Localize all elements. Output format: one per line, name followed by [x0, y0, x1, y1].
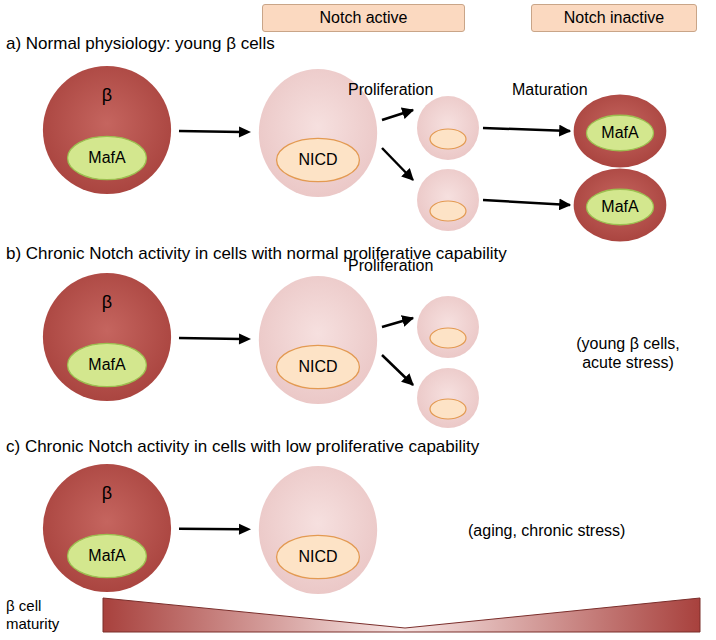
cell-shape: [574, 169, 667, 242]
mafa-nucleus: MafA: [67, 343, 147, 387]
node-text: MafA: [88, 149, 125, 167]
nucleus: [430, 129, 466, 149]
daughter-cell: [417, 96, 479, 160]
phase-box: Notch active: [262, 4, 465, 32]
cell-shape: [586, 189, 653, 224]
cell-shape: [586, 115, 653, 150]
nucleus: [430, 328, 466, 348]
step-label: Proliferation: [348, 256, 433, 275]
cell-shape: [68, 343, 147, 386]
phase-box: Notch inactive: [531, 4, 697, 32]
arrow: [382, 318, 413, 327]
cell-shape: [68, 534, 147, 577]
maturity-wedge: [103, 598, 700, 632]
axis-label: β cell maturity: [6, 597, 98, 633]
cell-shape: [277, 535, 360, 578]
beta-cell: βMafA: [42, 272, 172, 402]
arrow-head: [239, 333, 251, 344]
nicd-nucleus: NICD: [276, 138, 360, 182]
arrow: [382, 148, 413, 180]
mature-beta-cell: MafA: [573, 168, 667, 242]
connector: [179, 524, 251, 535]
panel-heading: a) Normal physiology: young β cells: [6, 34, 275, 54]
mafa-nucleus: MafA: [586, 115, 654, 151]
cell-shape: [68, 136, 147, 179]
node-text: β: [102, 483, 112, 504]
cell-shape: [574, 95, 667, 168]
condition-note: (young β cells, acute stress): [556, 334, 700, 372]
daughter-cell: [417, 296, 479, 358]
node-text: NICD: [298, 358, 337, 376]
connector-line: [179, 337, 241, 340]
step-label: Maturation: [512, 80, 588, 99]
node-text: β: [102, 85, 112, 106]
mafa-nucleus: MafA: [67, 534, 147, 578]
notch-active-cell: NICD: [258, 465, 378, 595]
cell-shape: [43, 273, 171, 401]
connector: [179, 126, 251, 137]
nicd-nucleus: NICD: [276, 345, 360, 389]
nicd-nucleus: NICD: [276, 535, 360, 579]
node-text: β: [102, 292, 112, 313]
cell-shape: [259, 466, 377, 594]
nucleus: [430, 201, 466, 221]
arrow: [382, 355, 413, 385]
node-text: MafA: [601, 124, 638, 142]
node-text: Notch inactive: [564, 9, 665, 27]
node-text: MafA: [88, 356, 125, 374]
node-text: MafA: [88, 547, 125, 565]
arrow-head: [239, 126, 251, 137]
connector: [179, 333, 251, 344]
daughter-cell: [417, 368, 479, 428]
beta-cell: βMafA: [42, 463, 172, 593]
arrow: [483, 128, 570, 131]
daughter-cell: [417, 169, 479, 231]
arrow-head: [239, 524, 251, 535]
connector-line: [179, 527, 241, 530]
arrow: [382, 110, 413, 120]
mafa-nucleus: MafA: [586, 189, 654, 225]
panel-heading: c) Chronic Notch activity in cells with …: [6, 437, 479, 457]
connector-line: [179, 130, 241, 133]
cell-shape: [277, 138, 360, 181]
cell-shape: [43, 464, 171, 592]
node-text: NICD: [298, 151, 337, 169]
mature-beta-cell: MafA: [573, 94, 667, 168]
cell-shape: [277, 345, 360, 388]
beta-cell: βMafA: [42, 65, 172, 195]
cell-shape: [43, 66, 171, 194]
condition-note: (aging, chronic stress): [468, 521, 625, 540]
step-label: Proliferation: [348, 80, 433, 99]
node-text: MafA: [601, 198, 638, 216]
notch-active-cell: NICD: [258, 275, 378, 405]
node-text: Notch active: [319, 9, 407, 27]
cell-shape: [259, 276, 377, 404]
node-text: NICD: [298, 548, 337, 566]
arrow: [483, 200, 570, 205]
mafa-nucleus: MafA: [67, 136, 147, 180]
nucleus: [430, 399, 466, 419]
